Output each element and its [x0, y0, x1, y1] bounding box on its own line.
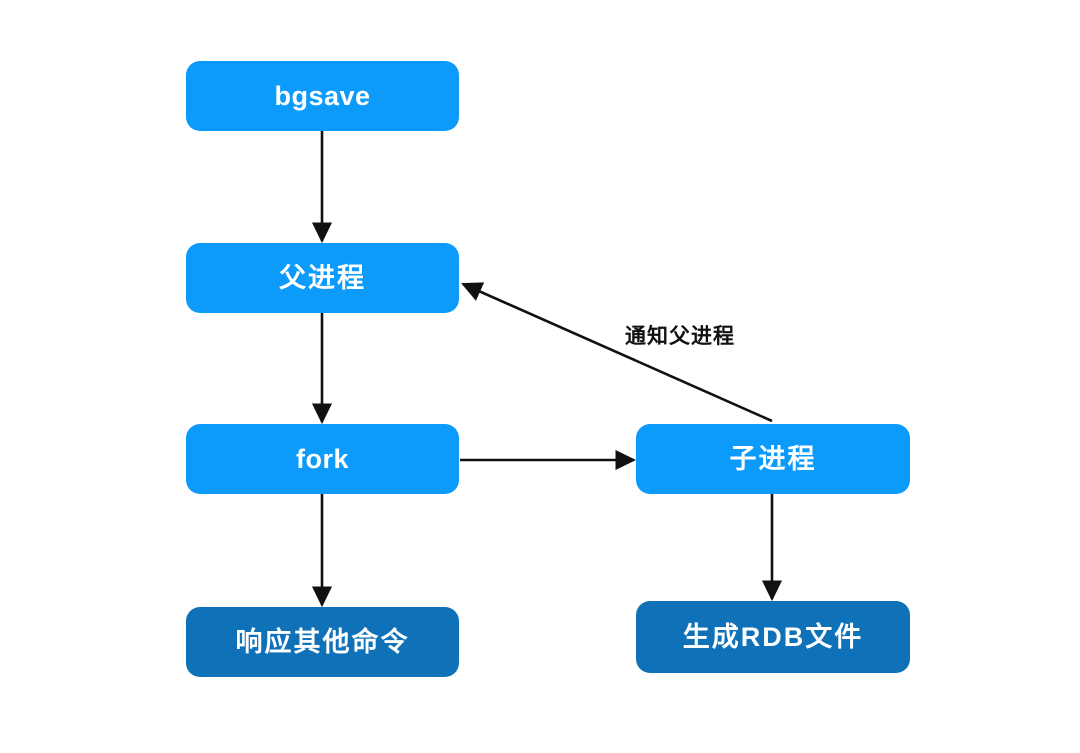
node-fork[interactable]: fork	[186, 424, 459, 494]
node-parent-process[interactable]: 父进程	[186, 243, 459, 313]
node-label-respond-other-commands: 响应其他命令	[235, 626, 410, 657]
edge-child-to-parent-notify	[461, 282, 773, 423]
node-label-generate-rdb-file: 生成RDB文件	[682, 621, 864, 652]
node-label-parent-process: 父进程	[279, 262, 366, 293]
node-generate-rdb-file[interactable]: 生成RDB文件	[636, 601, 910, 673]
node-label-bgsave: bgsave	[274, 80, 371, 111]
node-respond-other-commands[interactable]: 响应其他命令	[186, 607, 459, 677]
node-bgsave[interactable]: bgsave	[186, 61, 459, 131]
node-child-process[interactable]: 子进程	[636, 424, 910, 494]
edge-label-child-to-parent-notify: 通知父进程	[625, 325, 735, 348]
node-label-child-process: 子进程	[729, 443, 817, 474]
node-label-fork: fork	[295, 443, 349, 474]
